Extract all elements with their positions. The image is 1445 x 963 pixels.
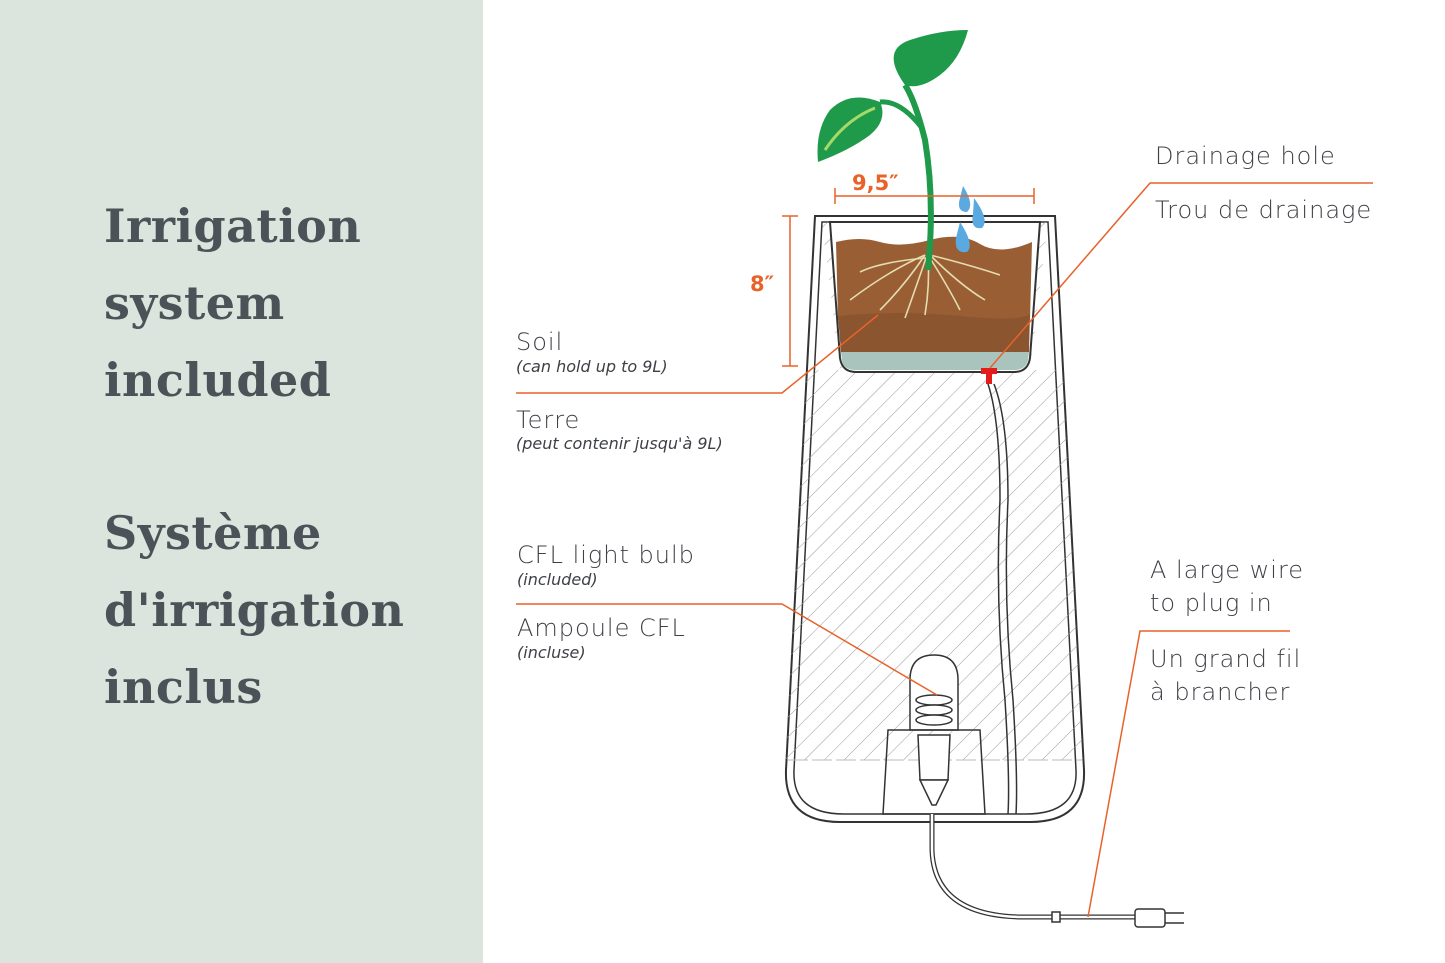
- soil-note-fr: (peut contenir jusqu'à 9L): [516, 434, 723, 453]
- headline-line: Irrigation: [104, 199, 362, 253]
- headline-line: system: [104, 276, 285, 330]
- left-panel: Irrigation system included Système d'irr…: [0, 0, 483, 963]
- plug-icon: [1051, 908, 1184, 928]
- headline-line: inclus: [104, 660, 263, 714]
- cfl-bulb-icon: [882, 654, 986, 815]
- soil-label-fr: Terre: [516, 406, 581, 434]
- height-dimension: 8″: [750, 272, 774, 296]
- headline-line: included: [104, 353, 332, 407]
- wire-label-en-1: A large wire: [1150, 556, 1305, 584]
- width-dimension: 9,5″: [852, 171, 899, 195]
- headline-line: Système: [104, 506, 322, 560]
- water-drops-icon: [955, 186, 985, 253]
- bulb-note-fr: (incluse): [517, 643, 586, 662]
- bulb-label-en: CFL light bulb: [517, 541, 695, 569]
- wire-label-fr-2: à brancher: [1150, 678, 1291, 706]
- roots: [849, 254, 1001, 319]
- leader-lines: [516, 182, 1373, 918]
- dimension-lines: [782, 188, 1035, 367]
- headline-fr: Système d'irrigation inclus: [104, 495, 405, 726]
- drainage-hole-icon: [981, 368, 997, 374]
- drain-label-en: Drainage hole: [1155, 142, 1336, 170]
- soil-note-en: (can hold up to 9L): [516, 357, 668, 376]
- soil-label-en: Soil: [516, 328, 564, 356]
- drain-label-fr: Trou de drainage: [1155, 196, 1373, 224]
- power-cord: [929, 814, 1140, 920]
- plant-icon: [817, 30, 968, 271]
- bulb-label-fr: Ampoule CFL: [517, 614, 686, 642]
- bulb-note-en: (included): [517, 570, 598, 589]
- soil-cup: [828, 221, 1042, 373]
- wire-label-en-2: to plug in: [1150, 589, 1273, 617]
- wire-label-fr-1: Un grand fil: [1150, 645, 1302, 673]
- headline-en: Irrigation system included: [104, 188, 361, 419]
- headline-line: d'irrigation: [104, 583, 405, 637]
